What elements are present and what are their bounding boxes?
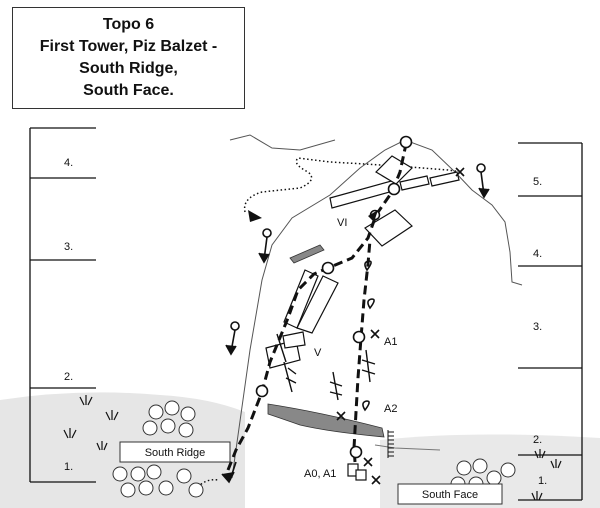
title-line-3: South Ridge, bbox=[79, 60, 178, 77]
grade-v-label: V bbox=[314, 347, 322, 359]
left-pitch-2: 2. bbox=[64, 371, 73, 383]
route-line-right bbox=[352, 239, 372, 477]
crack-symbols bbox=[276, 333, 376, 401]
shaded-slab-upper bbox=[289, 244, 325, 264]
right-pitch-scale bbox=[518, 142, 583, 501]
south-face-label: South Face bbox=[422, 489, 478, 501]
left-pitch-scale bbox=[29, 127, 96, 483]
face-base-outline bbox=[374, 444, 441, 451]
left-pitch-1: 1. bbox=[64, 461, 73, 473]
title-line-2: First Tower, Piz Balzet - bbox=[39, 38, 218, 55]
aid-a2-label: A2 bbox=[384, 403, 397, 415]
title-line-1: Topo 6 bbox=[102, 16, 155, 33]
fixed-rope-hatch bbox=[387, 430, 394, 458]
south-ridge-label: South Ridge bbox=[145, 447, 206, 459]
aid-a1-label: A1 bbox=[384, 336, 397, 348]
south-ridge-label-box bbox=[119, 441, 231, 463]
dotted-descent-path bbox=[243, 157, 463, 213]
ridge-top-outline bbox=[229, 134, 336, 151]
title-box: Topo 6 First Tower, Piz Balzet - South R… bbox=[12, 7, 245, 109]
left-pitch-3: 3. bbox=[64, 241, 73, 253]
left-pitch-4: 4. bbox=[64, 157, 73, 169]
right-pitch-2: 2. bbox=[533, 434, 542, 446]
right-pitch-4: 4. bbox=[533, 248, 542, 260]
grade-vi-label: VI bbox=[337, 217, 347, 229]
start-features bbox=[347, 463, 367, 481]
route-arrowhead bbox=[368, 210, 378, 222]
piton-marks bbox=[336, 167, 465, 485]
right-pitch-5: 5. bbox=[533, 176, 542, 188]
dotted-approach-path bbox=[194, 478, 219, 491]
title-line-4: South Face. bbox=[83, 82, 174, 99]
rappel-arrows bbox=[221, 163, 490, 484]
right-pitch-1: 1. bbox=[538, 475, 547, 487]
route-line bbox=[226, 143, 408, 471]
right-pitch-3: 3. bbox=[533, 321, 542, 333]
approach-arrowhead bbox=[248, 210, 262, 222]
south-face-label-box bbox=[397, 483, 503, 505]
aid-a0-a1-label: A0, A1 bbox=[304, 468, 336, 480]
